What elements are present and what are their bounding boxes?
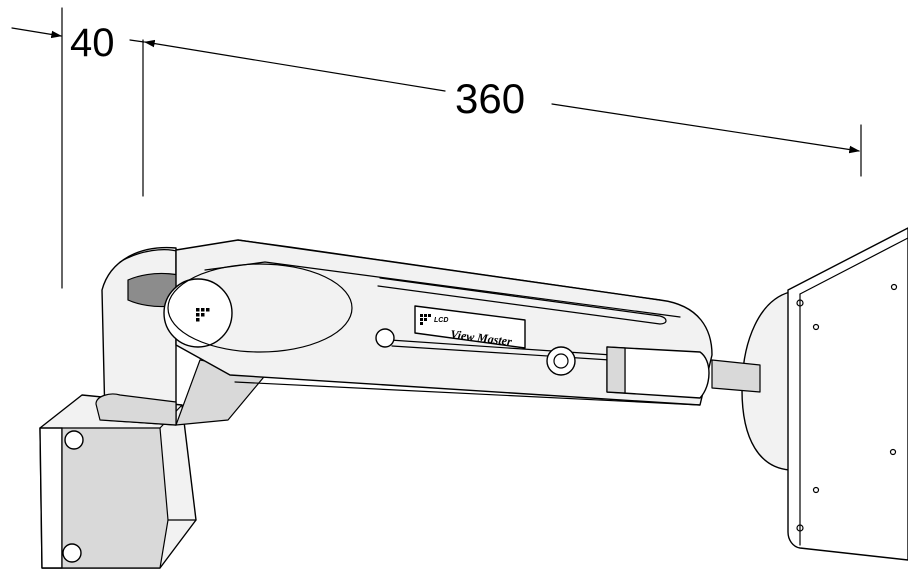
logo-line1: LCD: [434, 317, 448, 324]
dimension-label-40: 40: [70, 21, 115, 65]
wall-bracket: [39, 394, 197, 569]
bracket-screw-bottom: [62, 543, 82, 563]
vesa-plate: [711, 227, 908, 561]
tension-screw-inner: [553, 353, 569, 369]
vesa-hole-6: [796, 524, 804, 532]
vesa-hole-3: [890, 283, 898, 291]
logo-plate: [414, 305, 526, 349]
bracket-screw-top: [64, 430, 84, 450]
arm-end-cap-outer: [167, 263, 353, 353]
dimension-arrow-40-right: [129, 39, 145, 43]
logo-mark-icon: [420, 314, 431, 325]
tension-screw-outer: [546, 346, 576, 376]
dimension-arrow-40-left: [11, 27, 63, 39]
vesa-hole-5: [889, 448, 897, 456]
vesa-hole-4: [812, 486, 820, 494]
vesa-hole-2: [812, 323, 820, 331]
adjustment-knob: [375, 328, 395, 348]
dimension-arrow-360-right: [551, 103, 861, 154]
dimension-label-360: 360: [455, 75, 525, 122]
main-arm: LCD View Master: [163, 239, 713, 426]
end-cap-logo-icon: [196, 308, 210, 322]
dimension-arrow-360-left: [143, 39, 446, 92]
dimension-group: 40 360: [11, 7, 862, 289]
vesa-hole-1: [796, 299, 804, 307]
